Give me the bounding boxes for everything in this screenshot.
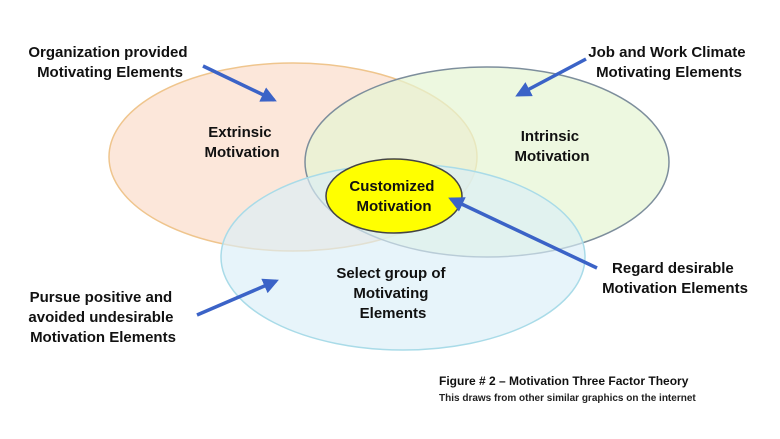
pursue-callout-line3: Motivation Elements	[30, 329, 176, 346]
organization-callout-line2: Motivating Elements	[37, 64, 183, 81]
pursue-arrow	[196, 278, 279, 317]
extrinsic-label: Extrinsic Motivation	[205, 124, 280, 161]
job-climate-callout-line2: Motivating Elements	[596, 64, 742, 81]
regard-callout-line2: Motivation Elements	[602, 280, 748, 297]
select-group-label-line3: Elements	[360, 305, 427, 322]
pursue-callout-line1: Pursue positive and	[30, 289, 173, 306]
organization-arrow	[202, 64, 277, 102]
customized-circle	[325, 158, 463, 234]
job-climate-arrow	[515, 57, 587, 97]
figure-subcaption: This draws from other similar graphics o…	[439, 393, 696, 404]
customized-label-line2: Motivation	[357, 198, 432, 215]
intrinsic-label: Intrinsic Motivation	[515, 128, 590, 165]
customized-label-line1: Customized	[349, 178, 434, 195]
customized-label: Customized Motivation	[349, 178, 438, 215]
job-climate-callout: Job and Work Climate Motivating Elements	[588, 44, 749, 81]
organization-callout-line1: Organization provided	[28, 44, 187, 61]
select-group-label: Select group of Motivating Elements	[336, 265, 449, 322]
regard-callout-line1: Regard desirable	[612, 260, 734, 277]
regard-arrow	[448, 197, 598, 270]
extrinsic-label-line1: Extrinsic	[208, 124, 271, 141]
select-group-label-line2: Motivating	[353, 285, 428, 302]
job-climate-callout-line1: Job and Work Climate	[588, 44, 745, 61]
extrinsic-label-line2: Motivation	[205, 144, 280, 161]
intrinsic-label-line2: Motivation	[515, 148, 590, 165]
figure-caption: Figure # 2 – Motivation Three Factor The…	[439, 374, 689, 388]
intrinsic-label-line1: Intrinsic	[521, 128, 579, 145]
pursue-callout: Pursue positive and avoided undesirable …	[28, 289, 177, 346]
regard-callout: Regard desirable Motivation Elements	[602, 260, 748, 297]
organization-callout: Organization provided Motivating Element…	[28, 44, 191, 81]
select-group-label-line1: Select group of	[336, 265, 446, 282]
pursue-callout-line2: avoided undesirable	[28, 309, 173, 326]
